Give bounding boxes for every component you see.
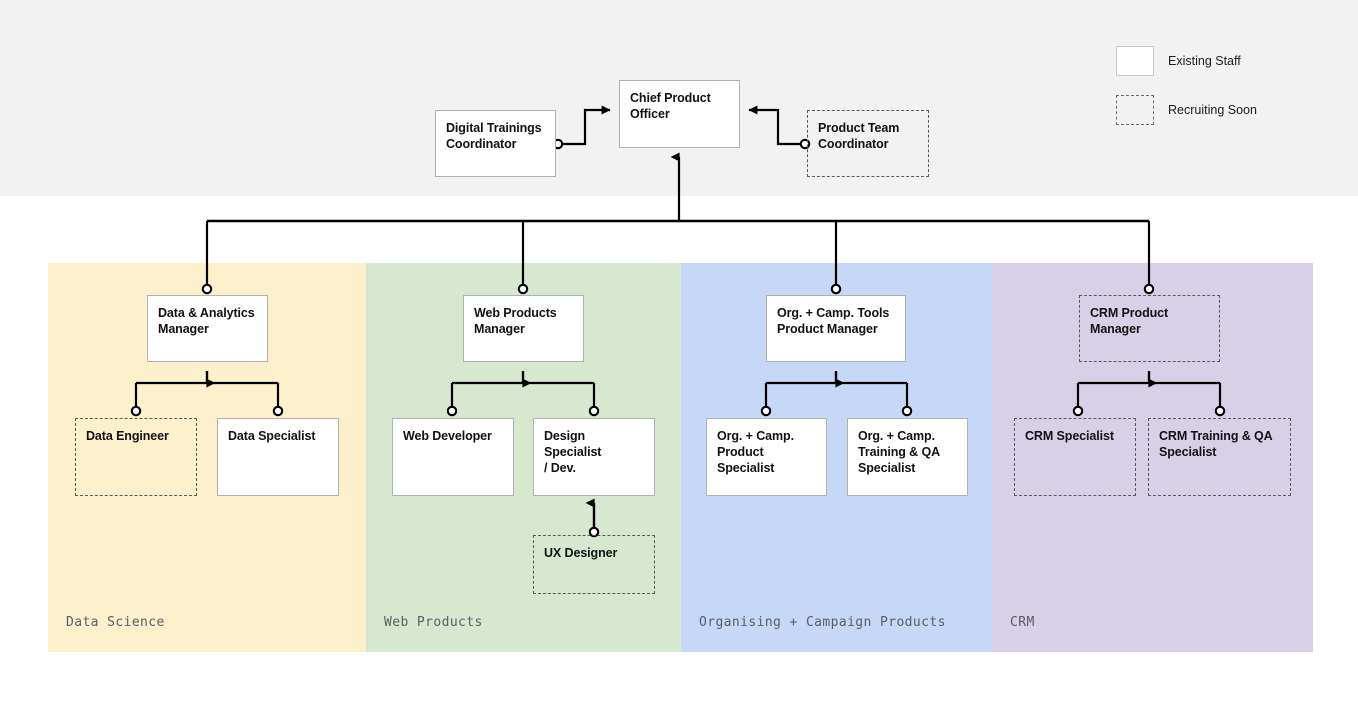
legend-item-existing-staff: Existing Staff [1116, 46, 1241, 76]
node-label: Data Engineer [86, 429, 169, 443]
dept-label-data-science: Data Science [66, 615, 165, 630]
node-crm-specialist[interactable]: CRM Specialist [1014, 418, 1136, 496]
dept-panel-crm: CRM [992, 263, 1313, 652]
node-label: Design Specialist/ Dev. [544, 429, 602, 475]
node-ux-designer[interactable]: UX Designer [533, 535, 655, 594]
node-label: Data Specialist [228, 429, 316, 443]
node-label: Web Developer [403, 429, 492, 443]
legend-label: Existing Staff [1168, 54, 1241, 68]
dept-label-crm: CRM [1010, 615, 1035, 630]
node-label: CRM Specialist [1025, 429, 1114, 443]
node-data-specialist[interactable]: Data Specialist [217, 418, 339, 496]
dept-label-organising-campaign: Organising + Campaign Products [699, 615, 946, 630]
node-design-specialist-dev[interactable]: Design Specialist/ Dev. [533, 418, 655, 496]
node-web-developer[interactable]: Web Developer [392, 418, 514, 496]
dept-label-web-products: Web Products [384, 615, 483, 630]
legend-item-recruiting-soon: Recruiting Soon [1116, 95, 1257, 125]
node-data-engineer[interactable]: Data Engineer [75, 418, 197, 496]
legend-swatch-existing [1116, 46, 1154, 76]
legend-swatch-recruiting [1116, 95, 1154, 125]
node-label: UX Designer [544, 546, 618, 560]
legend-label: Recruiting Soon [1168, 103, 1257, 117]
